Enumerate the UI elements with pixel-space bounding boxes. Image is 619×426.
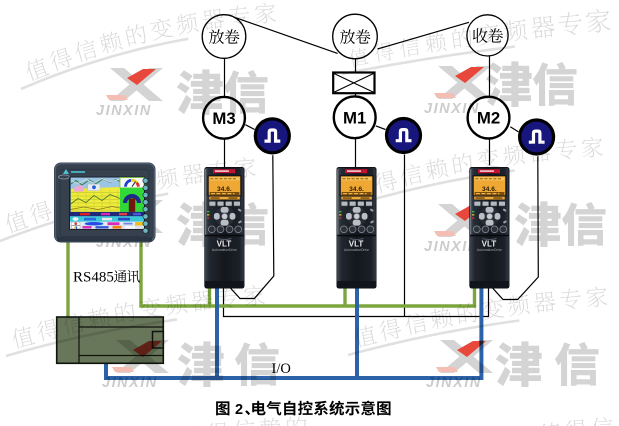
svg-text:JINXIN: JINXIN — [96, 103, 152, 119]
svg-text:M2: M2 — [477, 109, 500, 128]
svg-text:I/O: I/O — [272, 361, 291, 377]
svg-text:JINXIN: JINXIN — [424, 239, 480, 255]
svg-text:M1: M1 — [343, 108, 366, 127]
svg-text:JINXIN: JINXIN — [426, 375, 482, 391]
svg-text:JINXIN: JINXIN — [424, 101, 480, 117]
svg-text:2: 2 — [235, 402, 243, 418]
svg-text:JINXIN: JINXIN — [102, 375, 158, 391]
svg-text:RS485: RS485 — [73, 270, 114, 286]
svg-text:M3: M3 — [212, 109, 235, 128]
